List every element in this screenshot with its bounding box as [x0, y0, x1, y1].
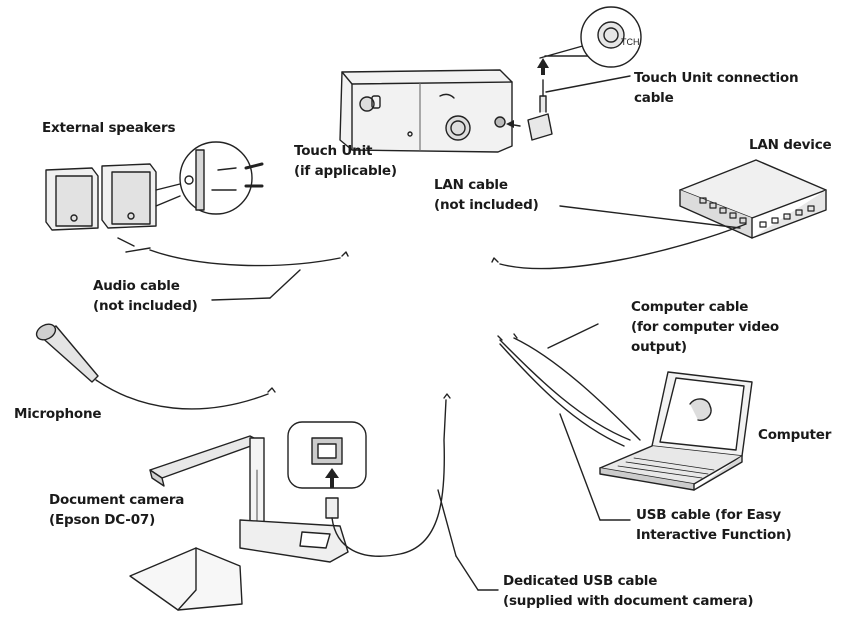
label-microphone: Microphone	[14, 406, 102, 422]
microphone-device	[35, 323, 276, 410]
touch-unit-device	[339, 69, 513, 153]
connector-zoom-callout	[539, 6, 642, 68]
label-lan-device: LAN device	[749, 137, 832, 153]
external-speakers-device	[45, 141, 349, 301]
tch-connector-text: TCH	[621, 37, 640, 47]
label-dedicated-usb-cable: Dedicated USB cable (supplied with docum…	[503, 573, 754, 609]
computer-laptop	[599, 371, 753, 491]
lan-device	[491, 159, 827, 270]
document-camera-device	[129, 393, 499, 611]
label-document-camera: Document camera (Epson DC-07)	[49, 492, 185, 528]
label-computer-cable: Computer cable (for computer video outpu…	[631, 299, 779, 355]
computer-cables	[497, 323, 641, 521]
touch-unit-plug	[506, 58, 631, 141]
label-audio-cable: Audio cable (not included)	[93, 278, 198, 314]
label-lan-cable: LAN cable (not included)	[434, 177, 539, 213]
label-touch-unit: Touch Unit (if applicable)	[294, 143, 397, 179]
label-usb-cable: USB cable (for Easy Interactive Function…	[636, 507, 792, 543]
label-computer: Computer	[758, 427, 832, 443]
label-touch-unit-connection-cable: Touch Unit connection cable	[634, 70, 799, 106]
label-external-speakers: External speakers	[42, 120, 176, 136]
